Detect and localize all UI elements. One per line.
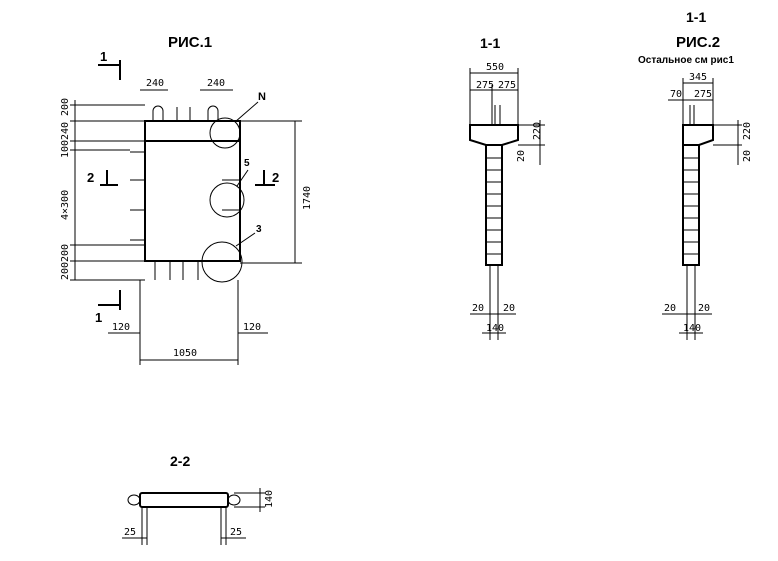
fig1-dim-bottom-2: 120	[243, 322, 261, 333]
figure-1: РИС.1 1 240 240	[60, 34, 313, 365]
section11b-dim-1: 345	[689, 72, 707, 83]
section11a-dim-2: 275	[476, 80, 494, 91]
section11b-dim-3: 275	[694, 89, 712, 100]
fig1-dim-left-4: 4×300	[60, 190, 71, 220]
section11a-dim-bottom-3: 140	[486, 323, 504, 334]
fig1-dim-top-1: 240	[146, 78, 164, 89]
section-1-1-a: 1-1 550 275 275 220	[469, 35, 545, 340]
section11b-dim-bottom-1: 20	[664, 303, 676, 314]
fig1-dim-bottom-1: 120	[112, 322, 130, 333]
callout-n: N	[258, 91, 266, 103]
section-1-1-b: 1-1 РИС.2 Остальное см рис1 345 70 275	[638, 9, 753, 340]
section11a-dim-right-2: 20	[516, 150, 527, 162]
section11b-note: Остальное см рис1	[638, 55, 734, 66]
fig1-dim-left-3: 100	[60, 140, 71, 158]
section22-title: 2-2	[170, 453, 190, 469]
callout-3: 3	[256, 224, 262, 235]
fig1-dim-left-1: 200	[60, 98, 71, 116]
section-mark-1-top: 1	[100, 49, 107, 64]
fig1-dim-right: 1740	[302, 186, 313, 210]
section-2-2: 2-2 25 25 140	[122, 453, 275, 545]
section11b-dim-bottom-2: 20	[698, 303, 710, 314]
section11b-dim-right-2: 20	[742, 150, 753, 162]
fig1-dim-left-5: 200	[60, 244, 71, 262]
section-mark-1-bottom: 1	[95, 310, 102, 325]
section11b-title: 1-1	[686, 9, 706, 25]
section11a-dim-right-1: 220	[532, 122, 543, 140]
section11a-title: 1-1	[480, 35, 500, 51]
section-mark-2-left: 2	[87, 170, 94, 185]
section11a-dim-bottom-1: 20	[472, 303, 484, 314]
section11a-dim-1: 550	[486, 62, 504, 73]
section11a-dim-bottom-2: 20	[503, 303, 515, 314]
fig1-dim-width: 1050	[173, 348, 197, 359]
section22-dim-2: 25	[230, 527, 242, 538]
fig1-dim-left-2: 240	[60, 122, 71, 140]
section11a-dim-3: 275	[498, 80, 516, 91]
fig1-title: РИС.1	[168, 34, 212, 51]
section11b-subtitle: РИС.2	[676, 34, 720, 51]
section22-dim-3: 140	[264, 490, 275, 508]
section11b-dim-bottom-3: 140	[683, 323, 701, 334]
section22-dim-1: 25	[124, 527, 136, 538]
fig1-dim-left-6: 200	[60, 262, 71, 280]
callout-5: 5	[244, 158, 250, 169]
fig1-dim-top-2: 240	[207, 78, 225, 89]
section-mark-2-right: 2	[272, 170, 279, 185]
section11b-dim-right-1: 220	[742, 122, 753, 140]
section11b-dim-2: 70	[670, 89, 682, 100]
